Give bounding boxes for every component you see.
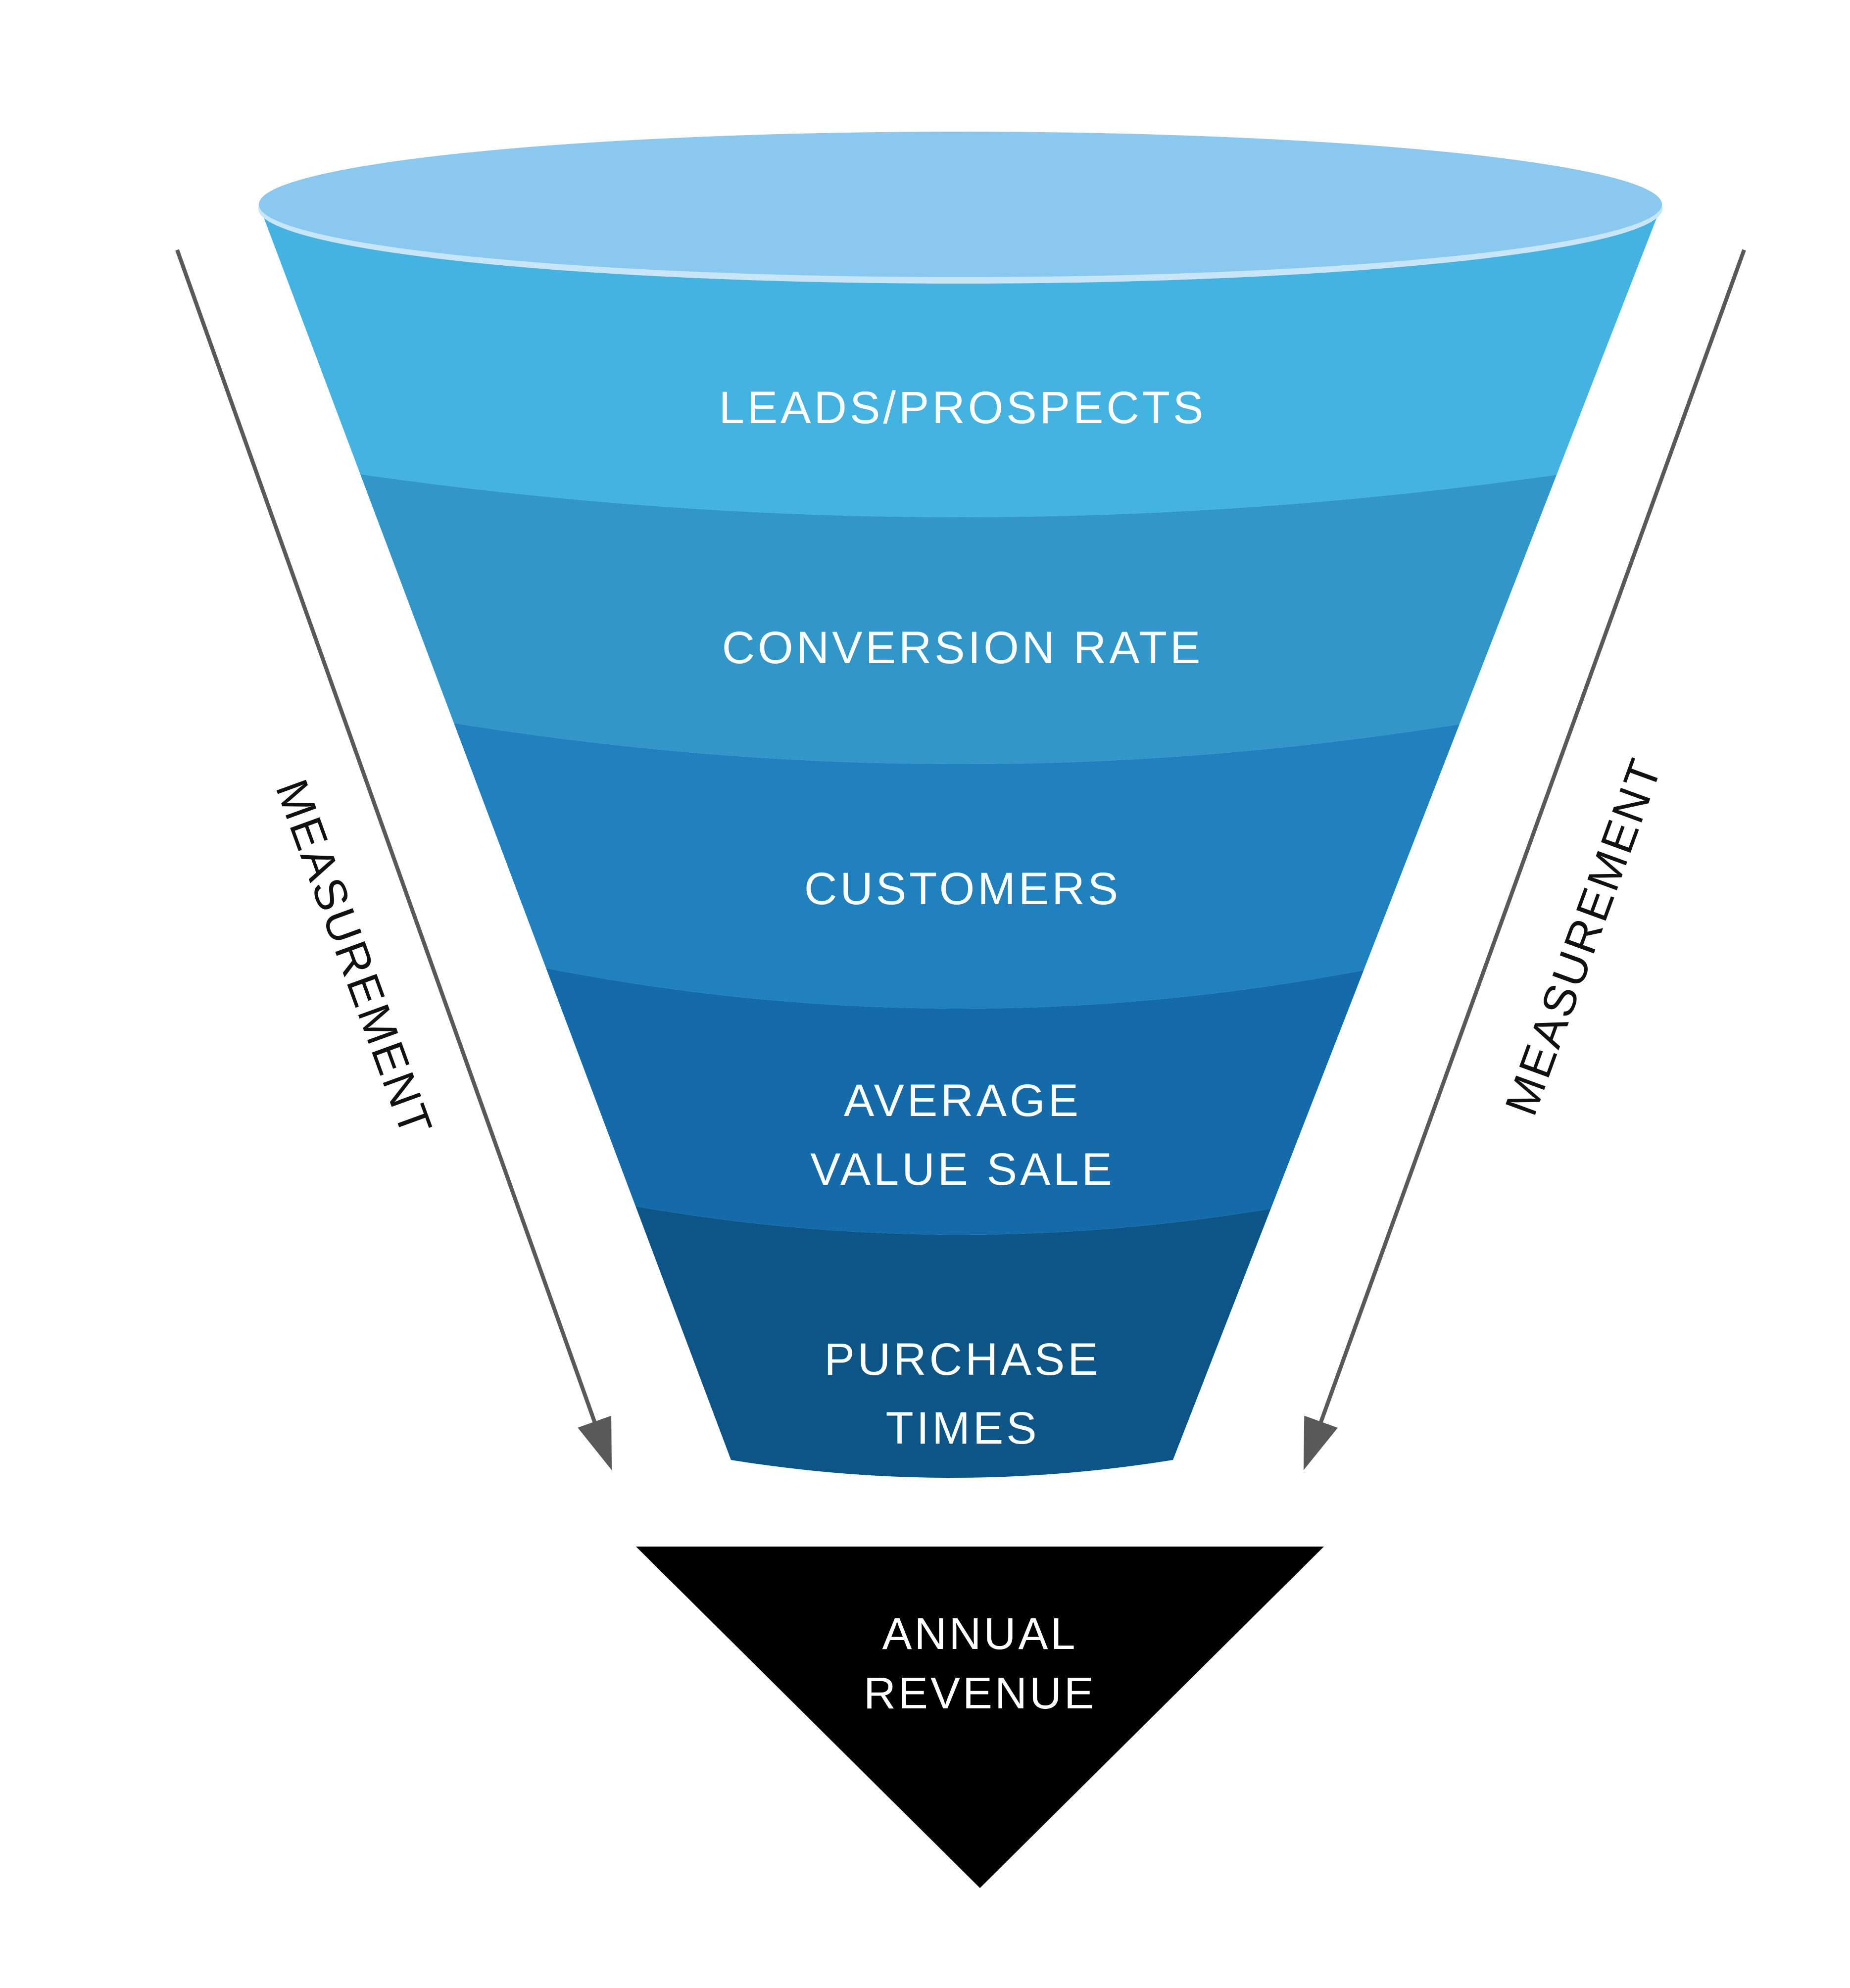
measurement-label-left: MEASUREMENT [266, 773, 442, 1144]
annual-revenue-label-line1: ANNUAL [882, 1609, 1077, 1659]
measurement-arrow-right [1303, 249, 1746, 1470]
layer-label-purchase-line1: PURCHASE [824, 1334, 1101, 1385]
measurement-arrow-left [175, 249, 612, 1470]
funnel-top-ellipse [259, 132, 1662, 277]
layer-label-customers: CUSTOMERS [804, 864, 1121, 914]
layer-label-purchase-line2: TIMES [885, 1403, 1039, 1454]
annual-revenue-triangle [636, 1547, 1324, 1888]
layer-label-conversion-rate: CONVERSION RATE [722, 623, 1204, 673]
layer-label-average-line1: AVERAGE [844, 1075, 1081, 1126]
funnel-layer-leads-prospects [259, 204, 1662, 517]
measurement-label-right: MEASUREMENT [1496, 751, 1672, 1122]
layer-label-average-line2: VALUE SALE [810, 1144, 1115, 1195]
funnel-layer-conversion-rate [259, 424, 1662, 764]
layer-label-leads-prospects: LEADS/PROSPECTS [719, 383, 1207, 433]
annual-revenue-label-line2: REVENUE [864, 1669, 1096, 1718]
